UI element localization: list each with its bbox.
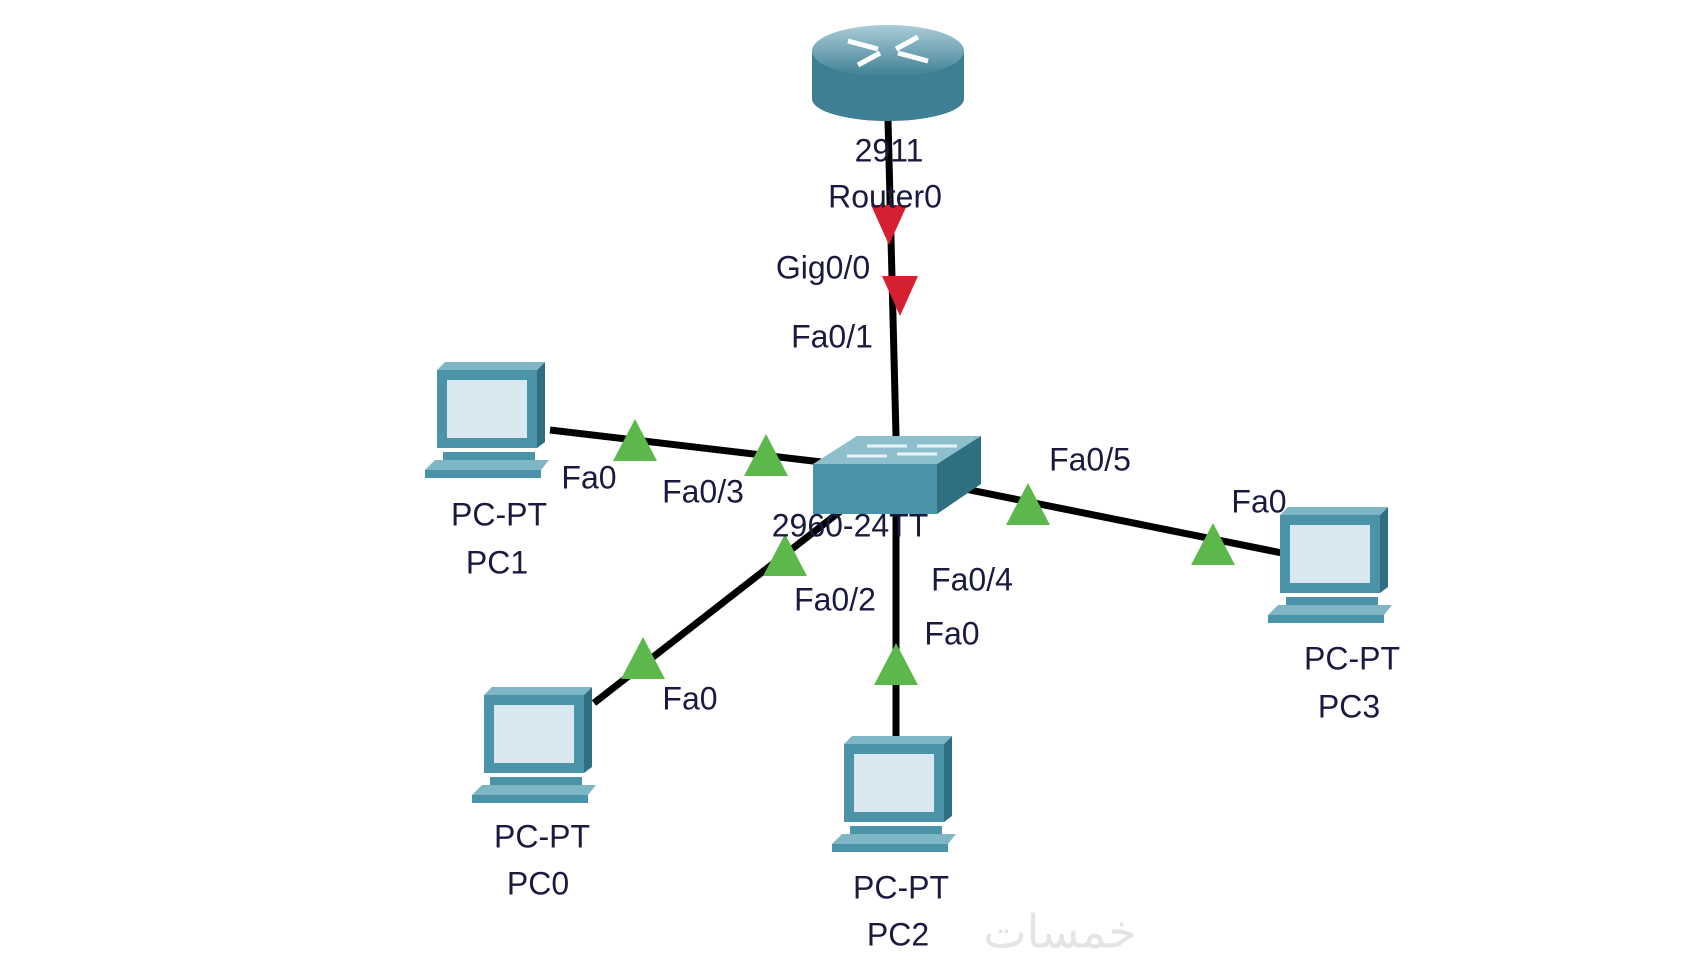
pc0-model-label: PC-PT [494,818,590,854]
switch-port-label: Fa0/5 [1049,441,1131,477]
switch-port-label: Fa0/2 [794,581,876,617]
pc2-icon[interactable] [832,736,956,852]
pc3-icon[interactable] [1268,507,1392,623]
pc2-port-label: Fa0 [924,615,979,651]
pc3-name-label: PC3 [1318,688,1380,724]
pc1-name-label: PC1 [466,544,528,580]
switch-icon[interactable] [813,436,981,514]
pc0-name-label: PC0 [507,865,569,901]
switch-model-label: 2960-24TT [772,507,929,543]
router-model-label: 2911 [855,132,924,168]
router-icon[interactable] [812,25,964,121]
link-pc3-switch[interactable] [959,484,1298,560]
link-up-icon [874,643,918,685]
pc2-name-label: PC2 [867,916,929,952]
switch-port-label: Fa0/1 [791,318,873,354]
pc0-port-label: Fa0 [662,680,717,716]
switch-port-label: Fa0/3 [662,473,744,509]
router-name-label: Router0 [828,178,942,214]
pc3-port-label: Fa0 [1231,483,1286,519]
switch-port-label: Fa0/4 [931,561,1013,597]
router-port-label: Gig0/0 [776,249,870,285]
link-up-icon [621,637,665,679]
link-pc1-switch[interactable] [549,426,831,467]
pc1-port-label: Fa0 [561,459,616,495]
pc2-model-label: PC-PT [853,869,949,905]
watermark: خمسات [983,905,1136,959]
pc3-model-label: PC-PT [1304,640,1400,676]
pc1-model-label: PC-PT [451,496,547,532]
link-down-icon [882,276,918,316]
pc0-icon[interactable] [472,687,596,803]
pc1-icon[interactable] [425,362,549,478]
